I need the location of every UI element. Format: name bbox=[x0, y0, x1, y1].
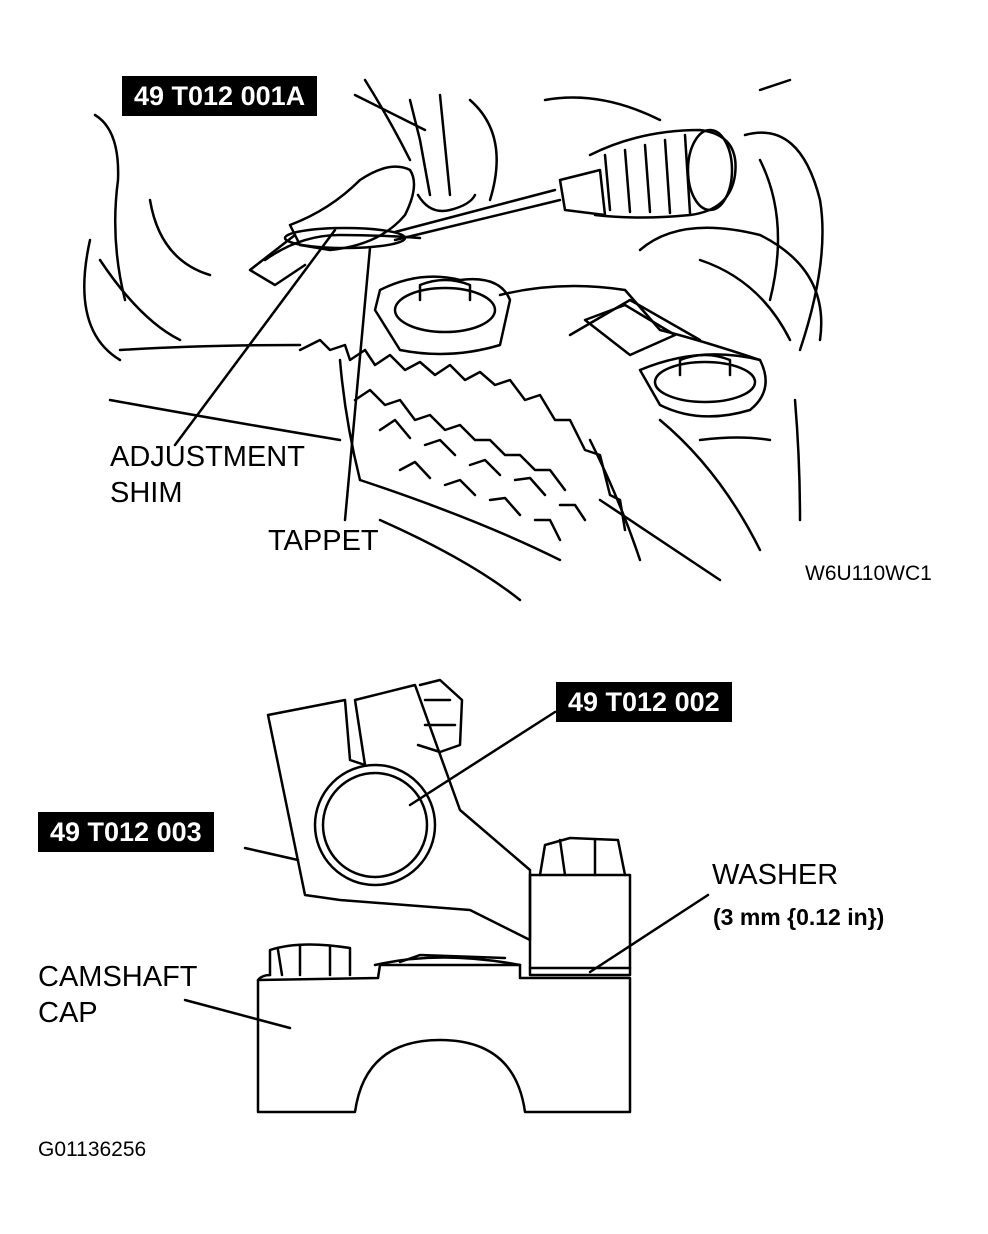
label-washer: WASHER bbox=[712, 859, 839, 891]
label-camshaft-cap-line1: CAMSHAFT bbox=[38, 961, 198, 993]
label-adjustment-shim-line1: ADJUSTMENT bbox=[110, 441, 305, 473]
label-tappet: TAPPET bbox=[268, 525, 379, 557]
label-adjustment-shim-line2: SHIM bbox=[110, 477, 183, 509]
engine-illustration-top bbox=[83, 78, 824, 602]
tool-tag-49-t012-003: 49 T012 003 bbox=[38, 812, 214, 852]
label-washer-spec: (3 mm {0.12 in}) bbox=[713, 904, 885, 930]
label-camshaft-cap-line2: CAP bbox=[38, 997, 98, 1029]
tool-tag-49-t012-001a: 49 T012 001A bbox=[122, 76, 318, 116]
figure-code-top: W6U110WC1 bbox=[805, 562, 932, 585]
camshaft-cap-illustration-bottom bbox=[183, 678, 710, 1114]
tool-tag-49-t012-002: 49 T012 002 bbox=[556, 682, 732, 722]
figure-code-bottom: G01136256 bbox=[38, 1138, 147, 1161]
